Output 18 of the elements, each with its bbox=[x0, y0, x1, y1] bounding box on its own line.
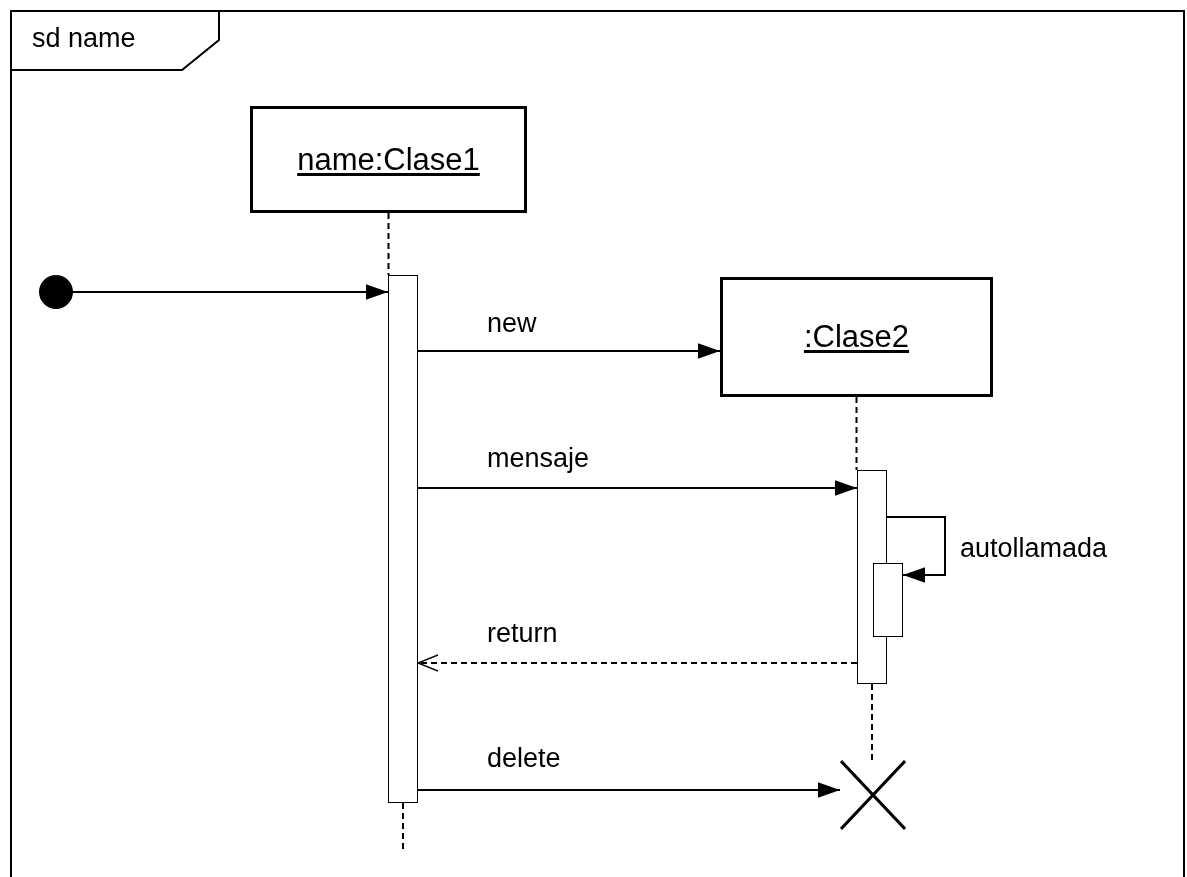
object-box: name:Clase1 bbox=[250, 106, 527, 213]
lifeline bbox=[402, 802, 404, 851]
activation-bar bbox=[873, 563, 903, 637]
lifeline bbox=[871, 683, 873, 761]
return-arrow bbox=[417, 654, 858, 672]
message-arrow bbox=[417, 782, 841, 798]
object-box: :Clase2 bbox=[720, 277, 993, 397]
lifeline bbox=[855, 396, 858, 471]
destruction-cross bbox=[840, 760, 906, 830]
initial-dot bbox=[39, 275, 73, 309]
message-arrow bbox=[417, 480, 858, 496]
message-arrow bbox=[72, 284, 389, 300]
message-arrow bbox=[886, 516, 946, 583]
frame-heading: sd name bbox=[32, 22, 136, 54]
message-arrow bbox=[417, 343, 721, 359]
sequence-frame bbox=[10, 10, 1185, 877]
activation-bar bbox=[388, 275, 418, 803]
lifeline bbox=[387, 212, 390, 276]
